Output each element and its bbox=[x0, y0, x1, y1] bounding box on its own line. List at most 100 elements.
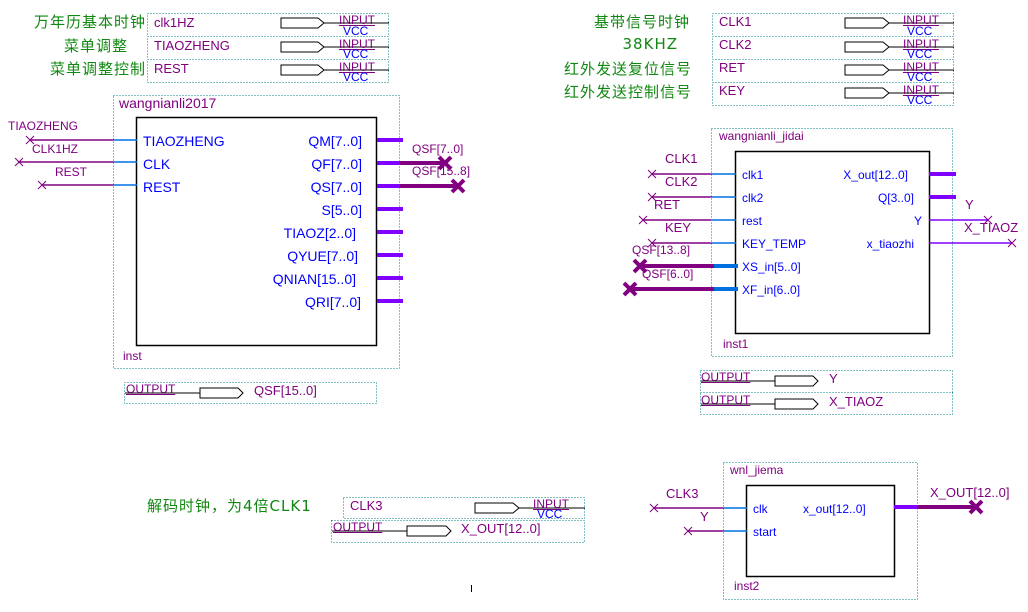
port-clk1: clk1 bbox=[742, 168, 764, 182]
net-label-y-start: Y bbox=[700, 509, 709, 524]
net-label-qsf-7-0: QSF[7..0] bbox=[412, 142, 464, 156]
net-label-clk2: CLK2 bbox=[665, 174, 698, 189]
port-x-out-jidai: X_out[12..0] bbox=[843, 168, 908, 182]
net-label-ret: RET bbox=[654, 197, 680, 212]
pin-default-vcc: VCC bbox=[907, 24, 933, 38]
wire-x-tiaozhi-out bbox=[929, 238, 1017, 248]
port-qri: QRI[7..0] bbox=[304, 294, 361, 310]
port-qnian: QNIAN[15..0] bbox=[272, 271, 356, 287]
pin-name-clk1hz: clk1HZ bbox=[154, 15, 195, 30]
note-ir-control: 红外发送控制信号 bbox=[563, 83, 692, 101]
port-xs-in: XS_in[5..0] bbox=[742, 260, 801, 274]
pin-type-input: INPUT bbox=[903, 37, 939, 51]
output-stubs-wangnianli2017 bbox=[377, 138, 403, 303]
instance-name-inst1: inst1 bbox=[723, 337, 749, 351]
note-menu-adjust: 菜单调整 bbox=[63, 37, 128, 55]
pin-type-output: OUTPUT bbox=[701, 393, 751, 407]
instance-name-inst: inst bbox=[123, 349, 142, 363]
net-label-clk3: CLK3 bbox=[666, 486, 699, 501]
output-stubs-jidai bbox=[929, 172, 956, 199]
bus-x-out bbox=[894, 499, 984, 515]
port-key-temp: KEY_TEMP bbox=[742, 237, 807, 251]
net-label-rest: REST bbox=[55, 165, 88, 179]
net-label-tiaozheng: TIAOZHENG bbox=[8, 119, 79, 133]
input-pin-key[interactable] bbox=[712, 82, 955, 106]
bus-qsf-15-8 bbox=[400, 178, 466, 194]
port-qyue: QYUE[7..0] bbox=[287, 248, 358, 264]
net-label-x-tiaoz: X_TIAOZ bbox=[964, 220, 1019, 235]
bus-xs-in bbox=[632, 258, 738, 274]
port-s: S[5..0] bbox=[321, 202, 362, 218]
pin-name-key: KEY bbox=[719, 83, 746, 98]
note-ir-reset: 红外发送复位信号 bbox=[563, 60, 692, 78]
wire-tiaozheng-in bbox=[25, 135, 137, 145]
wire-clk-in bbox=[14, 157, 137, 167]
block-wangnianli2017[interactable] bbox=[113, 95, 400, 369]
port-xf-in: XF_in[6..0] bbox=[742, 283, 801, 297]
pin-name-qsf: QSF[15..0] bbox=[254, 383, 317, 398]
note-menu-control: 菜单调整控制 bbox=[49, 60, 146, 78]
net-label-clk1hz: CLK1HZ bbox=[32, 142, 79, 156]
pin-type-input: INPUT bbox=[903, 13, 939, 27]
net-label-y: Y bbox=[965, 197, 974, 212]
pin-type-input: INPUT bbox=[903, 60, 939, 74]
pin-name-x-out: X_OUT[12..0] bbox=[461, 521, 541, 536]
input-pin-clk3[interactable] bbox=[343, 497, 586, 519]
port-clk: CLK bbox=[143, 156, 171, 172]
pin-type-output: OUTPUT bbox=[333, 520, 383, 534]
wire-start-in bbox=[683, 526, 747, 536]
port-qs: QS[7..0] bbox=[310, 179, 362, 195]
block-wnl-jiema[interactable] bbox=[723, 462, 918, 600]
pin-name-ret: RET bbox=[719, 60, 745, 75]
port-x-tiaozhi: x_tiaozhi bbox=[866, 237, 914, 251]
wire-rest-jidai-in bbox=[638, 215, 736, 225]
note-decode-clock: 解码时钟，为4倍CLK1 bbox=[147, 497, 312, 515]
pin-type-output: OUTPUT bbox=[126, 382, 176, 396]
wire-rest-in bbox=[37, 180, 137, 190]
pin-type-input: INPUT bbox=[533, 497, 569, 511]
pin-type-input: INPUT bbox=[339, 60, 375, 74]
note-baseband-clock: 基带信号时钟 bbox=[593, 13, 690, 31]
port-qf: QF[7..0] bbox=[311, 156, 362, 172]
port-rest: REST bbox=[143, 179, 181, 195]
pin-type-input: INPUT bbox=[339, 37, 375, 51]
input-pin-ret[interactable] bbox=[712, 59, 955, 83]
wire-clk3-in bbox=[649, 503, 747, 513]
block-name-wnl-jiema: wnl_jiema bbox=[730, 463, 784, 477]
output-pin-x-tiaoz[interactable] bbox=[700, 392, 953, 415]
port-rest-jidai: rest bbox=[742, 214, 763, 228]
output-pin-x-out[interactable] bbox=[331, 520, 585, 543]
pin-name-clk2: CLK2 bbox=[719, 37, 752, 52]
note-38khz: 38KHZ bbox=[622, 35, 678, 53]
net-label-clk1: CLK1 bbox=[665, 151, 698, 166]
pin-default-vcc: VCC bbox=[343, 24, 369, 38]
pin-name-x-tiaoz: X_TIAOZ bbox=[829, 394, 884, 409]
wire-y-out bbox=[929, 215, 993, 225]
net-label-key: KEY bbox=[665, 220, 692, 235]
output-pin-qsf[interactable] bbox=[124, 382, 377, 404]
port-q: Q[3..0] bbox=[877, 191, 914, 205]
port-start: start bbox=[753, 525, 777, 539]
pin-default-vcc: VCC bbox=[907, 70, 933, 84]
pin-type-output: OUTPUT bbox=[701, 370, 751, 384]
pin-default-vcc: VCC bbox=[537, 507, 563, 521]
pin-type-input: INPUT bbox=[339, 13, 375, 27]
pin-default-vcc: VCC bbox=[907, 93, 933, 107]
pin-name-clk1: CLK1 bbox=[719, 14, 752, 29]
pin-name-tiaozheng: TIAOZHENG bbox=[154, 38, 230, 53]
bus-qsf-7-0 bbox=[400, 155, 453, 171]
pin-type-input: INPUT bbox=[903, 83, 939, 97]
wire-key-temp-in bbox=[647, 238, 736, 248]
bus-xf-in bbox=[622, 281, 738, 297]
pin-default-vcc: VCC bbox=[343, 47, 369, 61]
pin-default-vcc: VCC bbox=[343, 70, 369, 84]
block-name-wangnianli-jidai: wangnianli_jidai bbox=[719, 129, 804, 143]
wire-clk2-in bbox=[647, 192, 736, 202]
block-name-wangnianli2017: wangnianli2017 bbox=[119, 95, 217, 111]
note-clock-basic: 万年历基本时钟 bbox=[33, 13, 146, 31]
port-clk-jiema: clk bbox=[753, 502, 768, 516]
net-label-x-out: X_OUT[12..0] bbox=[930, 485, 1010, 500]
input-pin-rest[interactable] bbox=[147, 59, 390, 83]
port-y: Y bbox=[913, 214, 922, 228]
port-x-out-jiema: x_out[12..0] bbox=[803, 502, 866, 516]
